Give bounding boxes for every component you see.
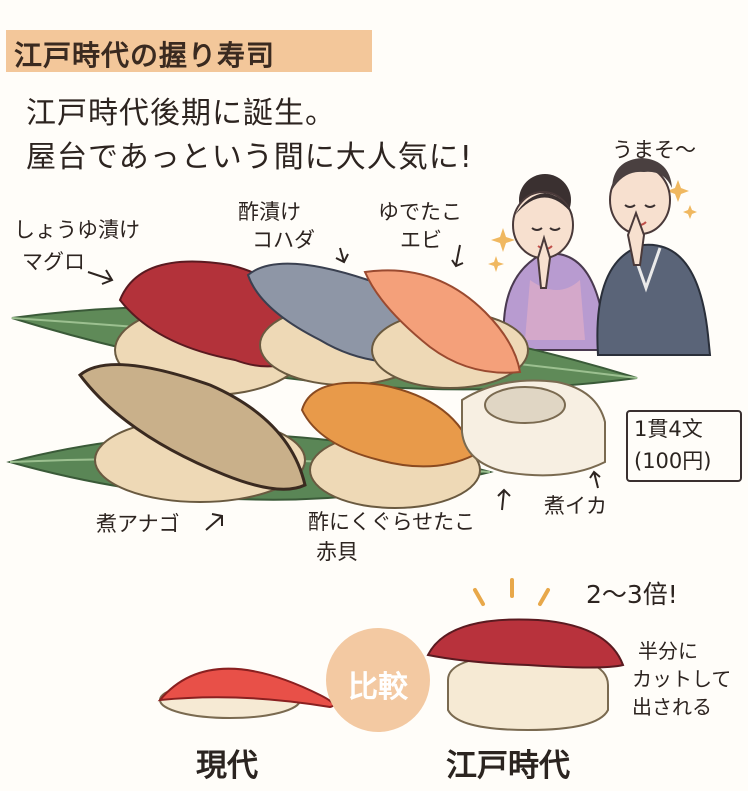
note-line-2: カットして [632,667,732,691]
era-modern: 現代 [196,748,258,784]
compare-circle [326,628,430,732]
label-kohada-2: コハダ [252,228,315,252]
label-arrows [87,244,601,531]
lead-line-2: 屋台であっという間に大人気に! [26,140,473,175]
compare-label: 比較 [348,670,408,705]
label-ebi-1: ゆでたこ [378,200,462,224]
era-edo: 江戸時代 [446,748,570,784]
label-kohada-1: 酢漬け [238,200,301,224]
price-line-2: (100円) [634,448,712,473]
sparkle-icon [488,180,697,272]
sushi-edo-size [426,618,625,732]
sushi-ebi [363,269,529,389]
price-text: 1貫4文 (100円) [634,414,711,477]
title-banner [6,30,372,72]
woman-figure [502,174,608,351]
note-line-3: 出される [632,695,712,719]
note-line-1: 半分に [638,639,698,663]
emphasis-marks [473,578,550,606]
price-box [626,410,742,482]
size-ratio: 2〜3倍! [586,580,678,609]
sushi-anago [77,363,307,503]
price-line-1: 1貫4文 [634,417,703,441]
label-maguro-2: マグロ [22,250,85,274]
label-ika: 煮イカ [544,494,607,518]
man-figure [596,158,712,356]
label-maguro-1: しょうゆ漬け [14,218,140,242]
lead-line-1: 江戸時代後期に誕生。 [26,96,336,131]
label-akagai-2: 赤貝 [316,540,358,564]
sushi-akagai [300,381,481,509]
sushi-modern [157,667,335,719]
label-akagai-1: 酢にくぐらせたこ [308,510,476,534]
label-anago: 煮アナゴ [96,512,180,536]
label-ebi-2: エビ [400,228,442,252]
sushi-ika [461,379,606,477]
page-title: 江戸時代の握り寿司 [14,39,276,72]
speech-text: うまそ〜 [612,138,696,162]
